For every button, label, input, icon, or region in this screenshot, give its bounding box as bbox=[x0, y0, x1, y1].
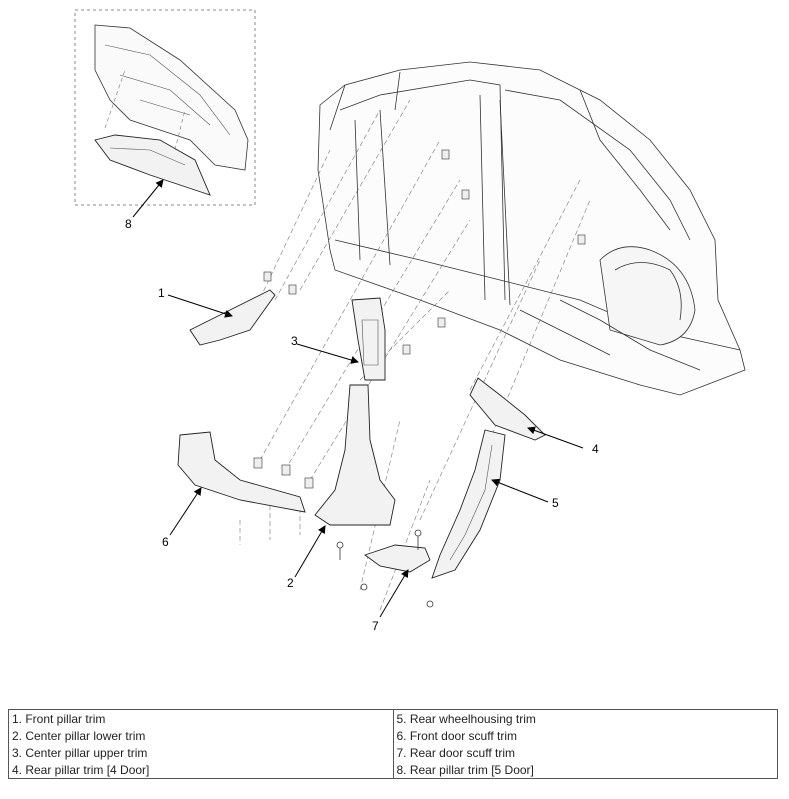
body-side-frame bbox=[317, 61, 746, 396]
callout-4: 4 bbox=[592, 442, 599, 456]
legend-row: 1. Front pillar trim 5. Rear wheelhousin… bbox=[8, 709, 778, 727]
exploded-view-diagram: 1 3 4 5 6 2 7 8 bbox=[74, 9, 746, 633]
callout-6: 6 bbox=[162, 535, 169, 549]
callout-3: 3 bbox=[291, 334, 298, 348]
rear-door-scuff-trim bbox=[364, 544, 431, 573]
legend-cell: 7. Rear door scuff trim bbox=[392, 744, 778, 761]
callout-1: 1 bbox=[158, 286, 165, 300]
legend-cell: 2. Center pillar lower trim bbox=[8, 727, 394, 744]
legend-cell: 5. Rear wheelhousing trim bbox=[392, 709, 778, 727]
legend-cell: 1. Front pillar trim bbox=[8, 709, 394, 727]
callout-5: 5 bbox=[552, 496, 559, 510]
legend-row: 3. Center pillar upper trim 7. Rear door… bbox=[8, 744, 778, 761]
callout-2: 2 bbox=[287, 576, 294, 590]
legend-cell: 6. Front door scuff trim bbox=[392, 727, 778, 744]
screws bbox=[336, 529, 434, 608]
legend-cell: 8. Rear pillar trim [5 Door] bbox=[392, 761, 778, 779]
rear-pillar-trim-4door bbox=[469, 377, 546, 441]
inset-detail bbox=[74, 9, 256, 206]
front-door-scuff-trim bbox=[177, 431, 306, 513]
leader-arrows bbox=[132, 179, 584, 618]
callout-7: 7 bbox=[372, 619, 379, 633]
center-pillar-lower-trim bbox=[314, 384, 396, 526]
rear-wheelhousing-trim bbox=[431, 429, 506, 579]
front-pillar-trim bbox=[189, 289, 276, 346]
parts-legend-table: 1. Front pillar trim 5. Rear wheelhousin… bbox=[8, 709, 778, 779]
legend-cell: 3. Center pillar upper trim bbox=[8, 744, 394, 761]
center-pillar-upper-trim bbox=[351, 297, 386, 381]
clips bbox=[253, 149, 586, 489]
callout-8: 8 bbox=[125, 217, 132, 231]
legend-row: 4. Rear pillar trim [4 Door] 8. Rear pil… bbox=[8, 761, 778, 779]
legend-row: 2. Center pillar lower trim 6. Front doo… bbox=[8, 727, 778, 744]
legend-cell: 4. Rear pillar trim [4 Door] bbox=[8, 761, 394, 779]
